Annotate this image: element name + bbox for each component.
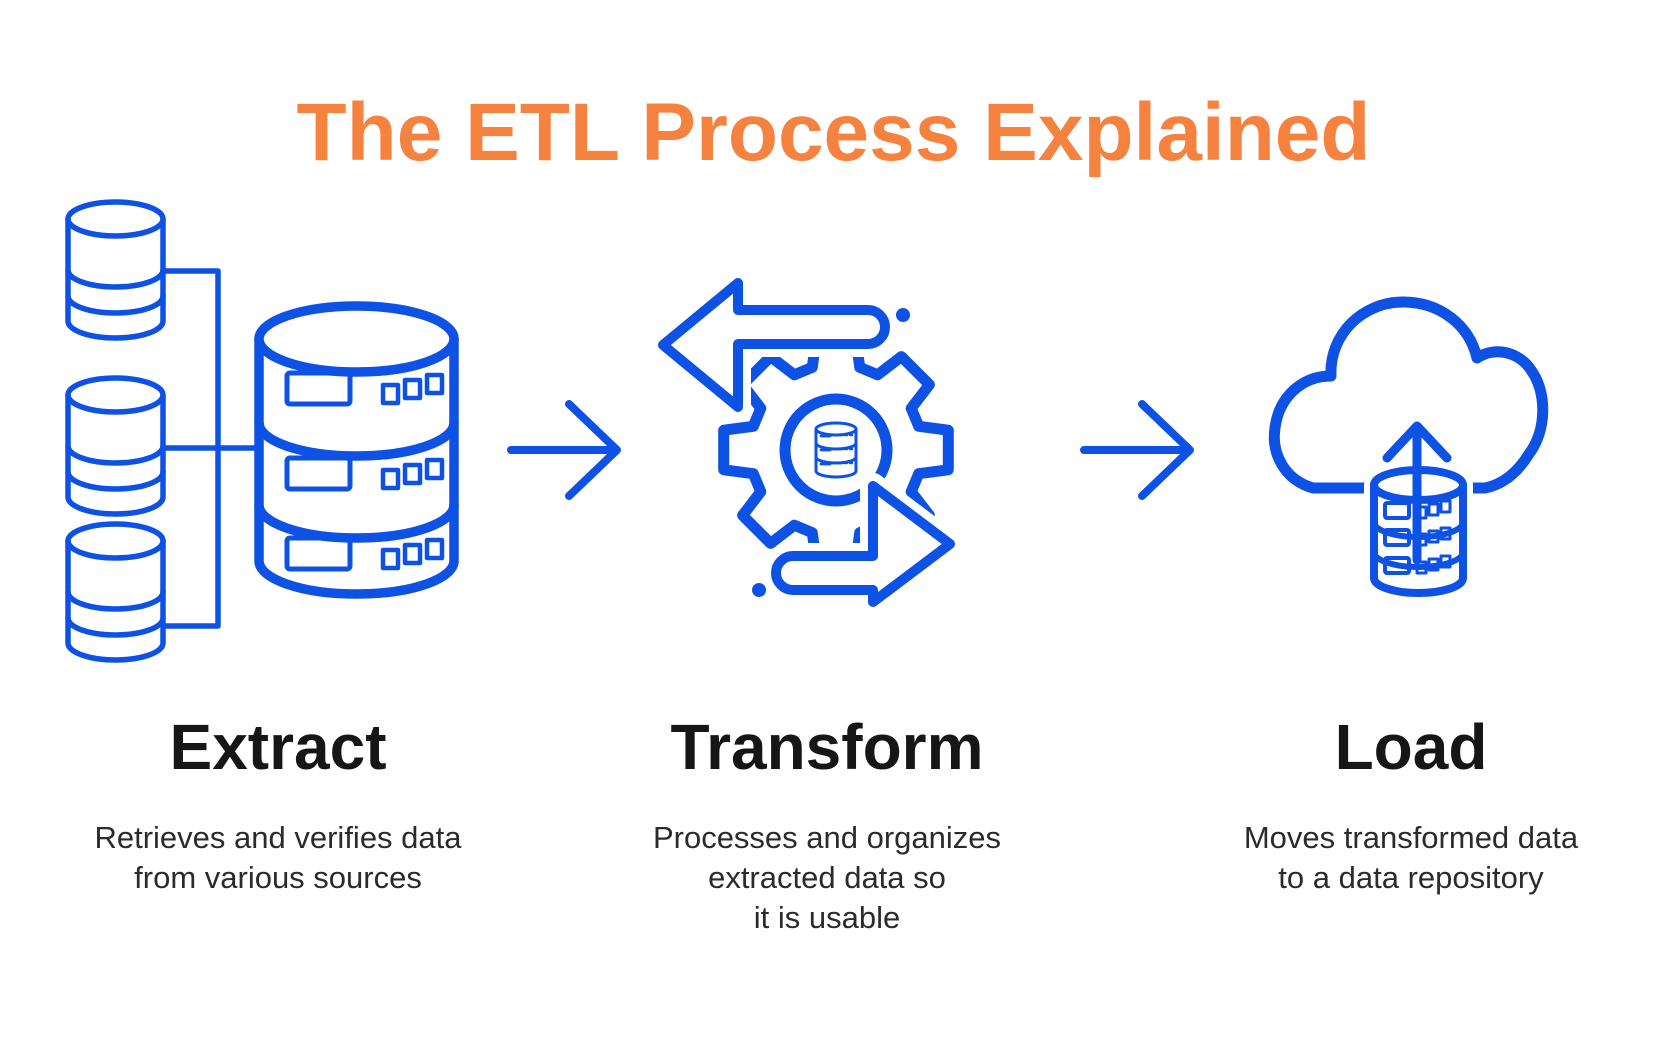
arrow-left-icon [658, 278, 890, 412]
arrow-right-icon [507, 400, 621, 500]
gear-data-processing-icon [650, 272, 963, 612]
connector-lines [160, 268, 262, 629]
page-title: The ETL Process Explained [296, 87, 1371, 178]
stage-description: Retrieves and verifies data from various… [94, 820, 462, 895]
stage-heading: Load [1334, 711, 1488, 783]
arrow-dot [896, 308, 910, 322]
cloud-shape [1268, 296, 1549, 494]
stage-description: Moves transformed data to a data reposit… [1243, 820, 1579, 895]
stage-description: Processes and organizes extracted data s… [652, 820, 1002, 935]
stage-heading: Extract [169, 711, 387, 783]
arrow-right-out-icon [771, 481, 955, 607]
stage-heading: Transform [670, 711, 984, 783]
mini-database-icon [814, 421, 858, 479]
cloud-upload-database-icon [1268, 296, 1549, 602]
upload-arrow-icon [1382, 421, 1452, 565]
arrow-dot [752, 583, 766, 597]
source-databases-icon [63, 193, 459, 663]
arrow-right-icon [1080, 400, 1194, 500]
